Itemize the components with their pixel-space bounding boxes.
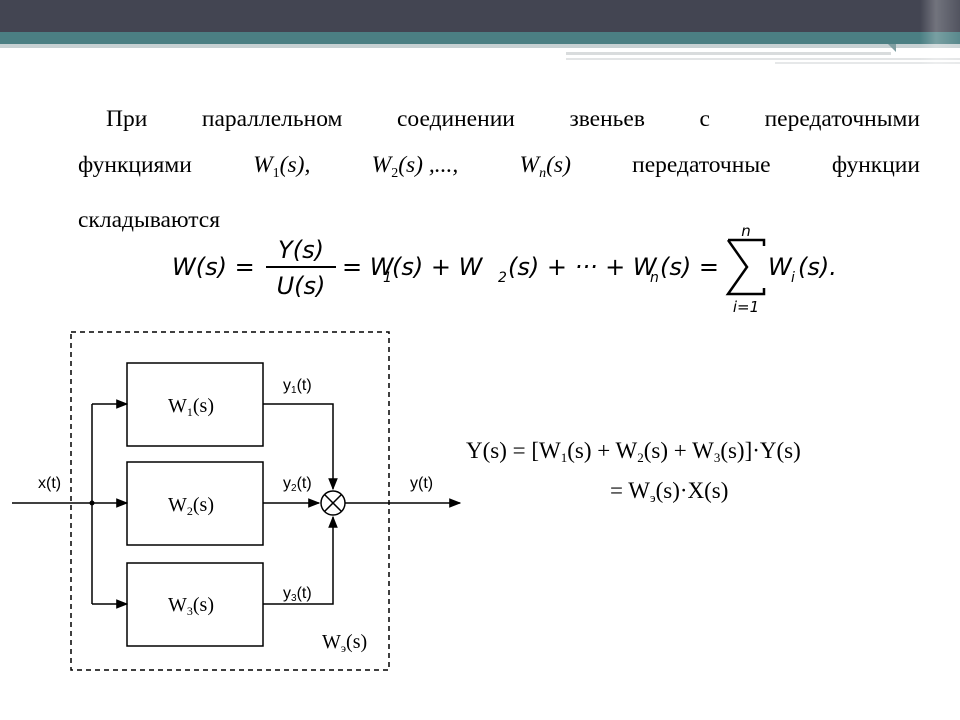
- sum-lower-limit: i=1: [733, 298, 759, 316]
- word: соединении: [396, 106, 515, 132]
- equation-equivalent: = Wэ(s)·X(s): [610, 478, 729, 505]
- block-diagram: x(t) y(t) W1(s) W2(s) W3(s) y1(t) y2(t) …: [0, 320, 470, 680]
- paragraph-line-2: функциями W1(s), W2(s) ,..., Wn(s) перед…: [78, 142, 920, 197]
- sum-term: W: [768, 253, 793, 281]
- formula-term-n: (s) + ··· + W: [508, 253, 658, 281]
- equivalent-label: Wэ(s): [322, 631, 367, 655]
- header-light-line: [0, 44, 960, 48]
- formula-sub-2: 2: [498, 270, 507, 286]
- paragraph-line-3: складываются: [78, 197, 920, 243]
- svg-text:Wэ(s): Wэ(s): [322, 631, 367, 655]
- output-label-3: y3(t): [283, 585, 312, 604]
- formula-term-1: = W: [342, 253, 395, 281]
- formula-term-eq: (s) =: [660, 253, 719, 281]
- input-label: x(t): [38, 475, 61, 492]
- junction-cross: [323, 493, 343, 513]
- word: с: [699, 106, 710, 132]
- sigma-icon: [725, 238, 766, 296]
- word: передаточные: [632, 152, 771, 178]
- transfer-fn-wn: Wn(s): [519, 152, 571, 181]
- svg-text:W3(s): W3(s): [168, 594, 214, 618]
- svg-text:y1(t): y1(t): [283, 377, 312, 396]
- block-w2: [126, 461, 264, 546]
- formula-term-2: (s) + W: [392, 253, 484, 281]
- dashed-boundary: [70, 331, 390, 671]
- decor-line: [566, 52, 891, 55]
- formula-numerator: Y(s): [278, 236, 324, 264]
- block-label-3: W3(s): [168, 594, 214, 618]
- corner-triangle: [888, 44, 896, 52]
- output-label-2: y2(t): [283, 475, 312, 494]
- output-path-1: [263, 403, 338, 491]
- equation-sum: Y(s) = [W1(s) + W2(s) + W3(s)]·Y(s): [466, 438, 801, 465]
- svg-text:W1(s): W1(s): [168, 395, 214, 419]
- word: функциями: [78, 152, 192, 178]
- transfer-fn-w2: W2(s) ,...,: [371, 152, 459, 181]
- sum-formula: W(s) = Y(s) U(s) = W 1 (s) + W 2 (s) + ·…: [170, 222, 870, 322]
- body-paragraph: При параллельном соединении звеньев с пе…: [78, 96, 920, 243]
- paragraph-line-1: При параллельном соединении звеньев с пе…: [78, 96, 920, 142]
- sum-term-sub: i: [791, 270, 795, 286]
- block-label-2: W2(s): [168, 494, 214, 518]
- decor-line: [775, 62, 960, 64]
- word: передаточными: [764, 106, 920, 132]
- header-teal-bar: [0, 32, 960, 44]
- svg-text:W2(s): W2(s): [168, 494, 214, 518]
- corner-gloss: [920, 0, 960, 68]
- output-label: y(t): [410, 475, 433, 492]
- word: При: [106, 106, 148, 132]
- block-w1: [126, 362, 264, 447]
- sum-term-arg: (s).: [798, 253, 837, 281]
- formula-lhs: W(s) =: [172, 253, 255, 281]
- output-path-3: [263, 515, 338, 605]
- word: параллельном: [201, 106, 343, 132]
- word: складываются: [78, 207, 221, 233]
- formula-sub-1: 1: [383, 270, 392, 286]
- word: функции: [831, 152, 920, 178]
- formula-sub-n: n: [650, 270, 659, 286]
- block-label-1: W1(s): [168, 395, 214, 419]
- formula-denominator: U(s): [277, 272, 326, 300]
- svg-text:y3(t): y3(t): [283, 585, 312, 604]
- word: звеньев: [569, 106, 645, 132]
- header-dark-bar: [0, 0, 960, 32]
- output-label-1: y1(t): [283, 377, 312, 396]
- decor-line: [566, 58, 960, 60]
- svg-text:y2(t): y2(t): [283, 475, 312, 494]
- transfer-fn-w1: W1(s),: [253, 152, 311, 181]
- sum-upper-limit: n: [741, 222, 751, 240]
